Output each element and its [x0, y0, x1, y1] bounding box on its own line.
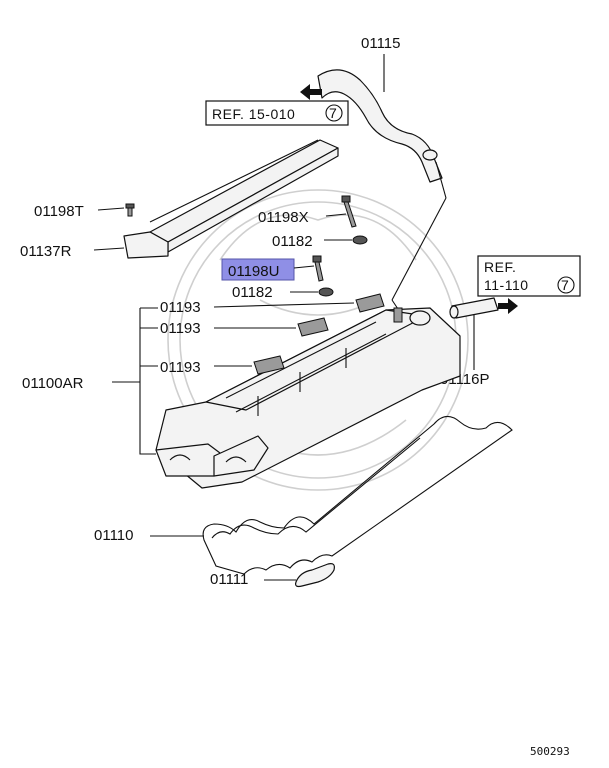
ref-text: REF. 15-010 [212, 106, 295, 122]
clip-01193-low[interactable] [253, 355, 285, 375]
clip-01193-mid[interactable] [297, 317, 329, 337]
cover-plate-01137R[interactable] [123, 139, 339, 259]
part-label-01198T[interactable]: 01198T [34, 203, 84, 220]
breather-hose-01115[interactable] [317, 69, 443, 183]
gasket-01110[interactable] [202, 415, 513, 575]
part-label-01198X[interactable]: 01198X [258, 209, 309, 226]
seal-01111[interactable] [295, 563, 335, 588]
part-label-01198U[interactable]: 01198U [228, 263, 279, 280]
washer-01182-upper[interactable] [352, 235, 368, 245]
pipe-01116P[interactable] [449, 297, 499, 319]
part-label-01193-low[interactable]: 01193 [160, 359, 201, 376]
part-label-01182-upper[interactable]: 01182 [272, 233, 313, 250]
ref2-line1: REF. [484, 259, 516, 275]
diagram-code: 500293 [530, 745, 570, 758]
ref-circle-number: 7 [329, 105, 337, 121]
bolt-01198U[interactable] [312, 255, 324, 282]
ref2-line2: 11-110 [484, 277, 529, 293]
ref2-circle-number: 7 [561, 277, 569, 293]
part-label-01137R[interactable]: 01137R [20, 243, 72, 260]
part-label-01111[interactable]: 01111 [210, 571, 248, 588]
arrow-icon [498, 298, 518, 314]
valve-cover-01100AR[interactable] [155, 307, 461, 489]
part-label-01193-top[interactable]: 01193 [160, 299, 201, 316]
clip-01193-top[interactable] [355, 293, 385, 313]
highlight-box-01198U [221, 258, 295, 281]
bolt-01198X[interactable] [341, 195, 357, 228]
part-label-01110[interactable]: 01110 [94, 527, 134, 544]
arrow-icon [300, 84, 322, 100]
ref-box-15-010[interactable]: REF. 15-010 7 [205, 100, 349, 126]
screw-01198T[interactable] [125, 203, 135, 217]
washer-01182-lower[interactable] [318, 287, 334, 297]
part-label-01115[interactable]: 01115 [361, 35, 401, 52]
part-label-01182-lower[interactable]: 01182 [232, 284, 273, 301]
part-label-01193-mid[interactable]: 01193 [160, 320, 201, 337]
part-label-01100AR[interactable]: 01100AR [22, 375, 84, 392]
ref-box-11-110[interactable]: REF. 11-110 7 [477, 255, 581, 297]
